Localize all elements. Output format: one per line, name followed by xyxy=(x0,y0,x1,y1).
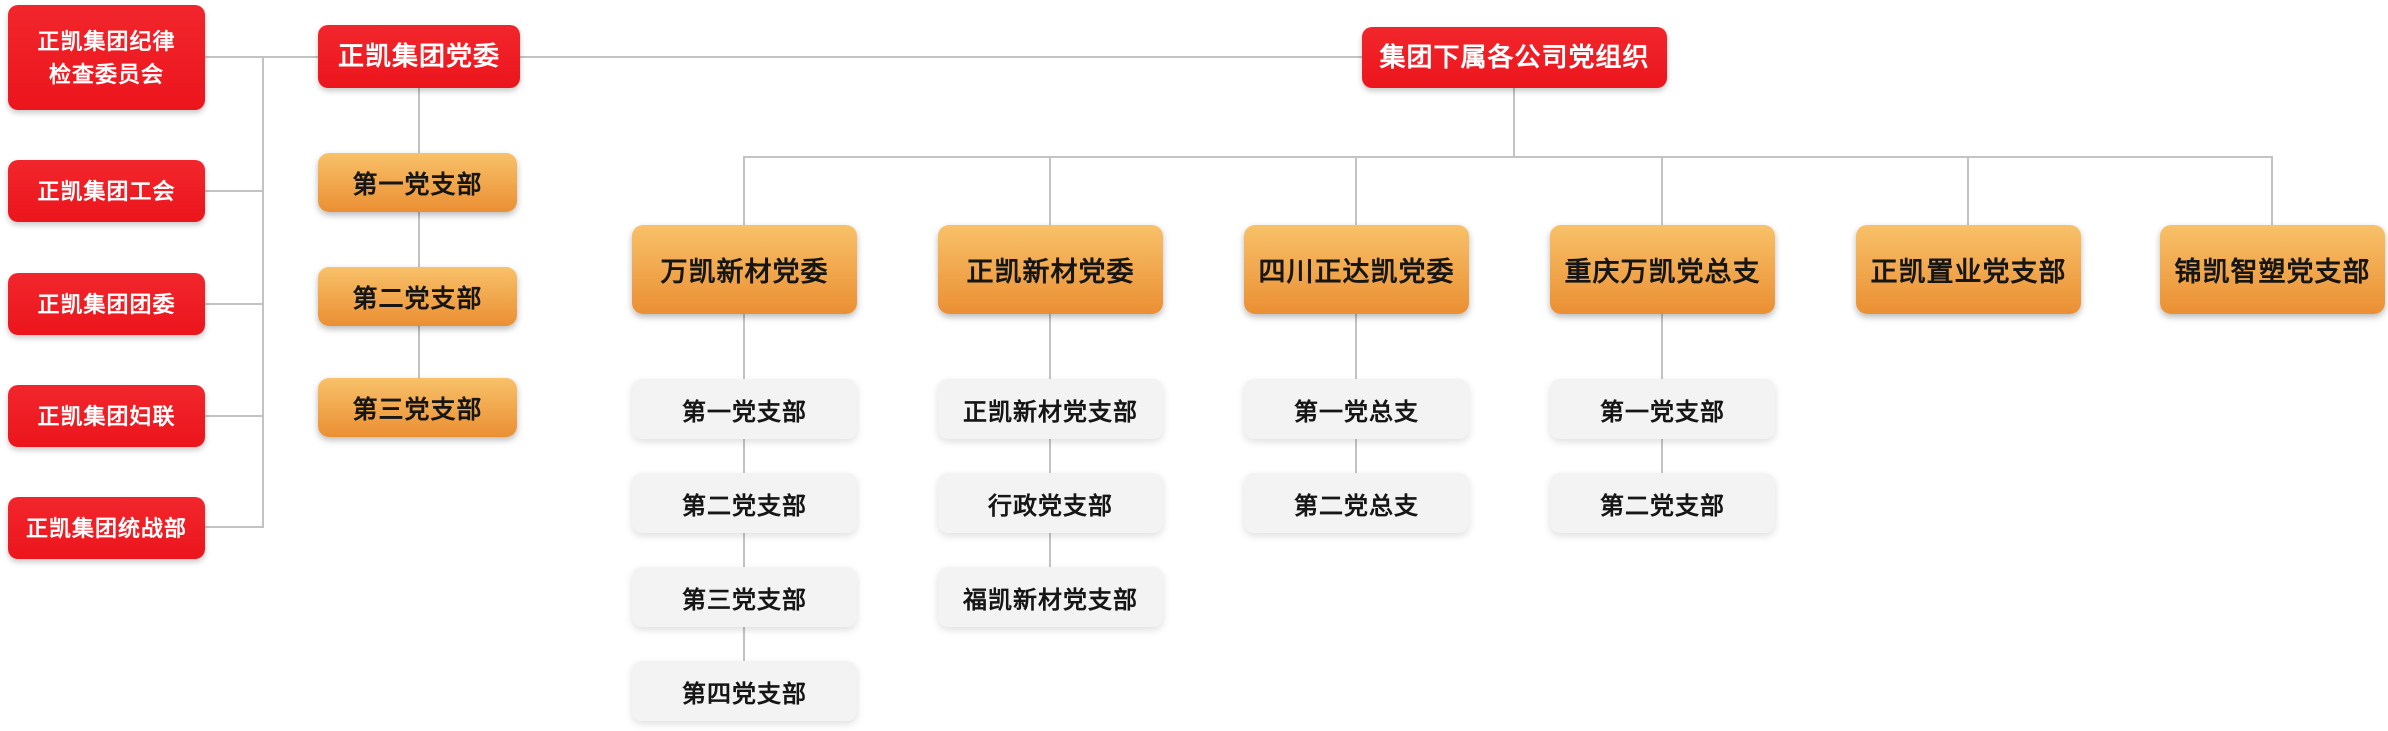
node-label-line: 检查委员会 xyxy=(48,61,164,87)
node-label: 正凯集团团委 xyxy=(37,291,176,317)
node-label: 正凯集团党委 xyxy=(337,41,500,71)
node-label: 正凯集团统战部 xyxy=(25,515,187,541)
connector-line xyxy=(262,56,264,528)
connector-line xyxy=(205,415,262,417)
node-label: 第三党支部 xyxy=(352,395,483,424)
node-youth-league: 正凯集团团委 xyxy=(8,273,205,335)
connector-line xyxy=(1049,314,1051,567)
connector-line xyxy=(205,526,262,528)
node-label: 行政党支部 xyxy=(988,492,1113,520)
node-label: 第四党支部 xyxy=(682,680,807,708)
node-united-front-dept: 正凯集团统战部 xyxy=(8,497,205,559)
connector-line xyxy=(743,156,745,225)
node-child: 第二党总支 xyxy=(1244,473,1469,533)
node-child: 第二党支部 xyxy=(1550,473,1775,533)
node-label: 正凯集团工会 xyxy=(37,178,176,204)
node-company-chongqing-wankai: 重庆万凯党总支 xyxy=(1550,225,1775,314)
node-label: 第二党支部 xyxy=(352,284,483,313)
node-subsidiaries-header: 集团下属各公司党组织 xyxy=(1362,27,1667,88)
node-child: 第四党支部 xyxy=(632,661,857,721)
node-label: 第一党支部 xyxy=(1600,398,1725,426)
node-label: 重庆万凯党总支 xyxy=(1564,257,1761,287)
node-discipline-inspection-committee: 正凯集团纪律 检查委员会 xyxy=(8,5,205,110)
node-child: 第一党总支 xyxy=(1244,379,1469,439)
connector-line xyxy=(205,190,262,192)
node-company-zhengkai-zhiye: 正凯置业党支部 xyxy=(1856,225,2081,314)
connector-line xyxy=(1967,156,1969,225)
node-label: 正凯新材党委 xyxy=(966,257,1135,287)
node-company-jinkai-zhisu: 锦凯智塑党支部 xyxy=(2160,225,2385,314)
node-child: 第一党支部 xyxy=(632,379,857,439)
connector-line xyxy=(1513,88,1515,158)
node-label: 第二党总支 xyxy=(1294,492,1419,520)
connector-line xyxy=(1661,156,1663,225)
node-women-federation: 正凯集团妇联 xyxy=(8,385,205,447)
node-label: 福凯新材党支部 xyxy=(963,586,1138,614)
node-labor-union: 正凯集团工会 xyxy=(8,160,205,222)
node-company-wankai-new-material: 万凯新材党委 xyxy=(632,225,857,314)
node-label: 集团下属各公司党组织 xyxy=(1379,42,1650,72)
node-child: 福凯新材党支部 xyxy=(938,567,1163,627)
node-label: 正凯新材党支部 xyxy=(963,398,1138,426)
node-label: 正凯集团妇联 xyxy=(37,403,176,429)
node-label: 第一党总支 xyxy=(1294,398,1419,426)
node-child: 第二党支部 xyxy=(632,473,857,533)
node-child: 正凯新材党支部 xyxy=(938,379,1163,439)
node-branch-3: 第三党支部 xyxy=(318,378,517,437)
node-child: 第一党支部 xyxy=(1550,379,1775,439)
node-label-line: 正凯集团纪律 xyxy=(37,28,176,54)
node-label: 万凯新材党委 xyxy=(660,257,829,287)
node-child: 第三党支部 xyxy=(632,567,857,627)
node-label: 第一党支部 xyxy=(352,170,483,199)
node-company-sichuan-zhengdakai: 四川正达凯党委 xyxy=(1244,225,1469,314)
node-label: 锦凯智塑党支部 xyxy=(2174,257,2371,287)
connector-line xyxy=(1049,156,1051,225)
node-branch-1: 第一党支部 xyxy=(318,153,517,212)
node-label: 第二党支部 xyxy=(682,492,807,520)
node-label: 第三党支部 xyxy=(682,586,807,614)
node-label: 正凯置业党支部 xyxy=(1870,257,2067,287)
node-label: 第二党支部 xyxy=(1600,492,1725,520)
node-label: 第一党支部 xyxy=(682,398,807,426)
node-group-party-committee: 正凯集团党委 xyxy=(318,25,520,88)
connector-line xyxy=(744,156,2273,158)
node-child: 行政党支部 xyxy=(938,473,1163,533)
connector-line xyxy=(205,303,262,305)
connector-line xyxy=(418,88,420,378)
node-branch-2: 第二党支部 xyxy=(318,267,517,326)
connector-line xyxy=(1355,156,1357,225)
connector-line xyxy=(2271,156,2273,225)
node-company-zhengkai-new-material: 正凯新材党委 xyxy=(938,225,1163,314)
connector-line xyxy=(205,56,1362,58)
node-label: 四川正达凯党委 xyxy=(1258,257,1455,287)
